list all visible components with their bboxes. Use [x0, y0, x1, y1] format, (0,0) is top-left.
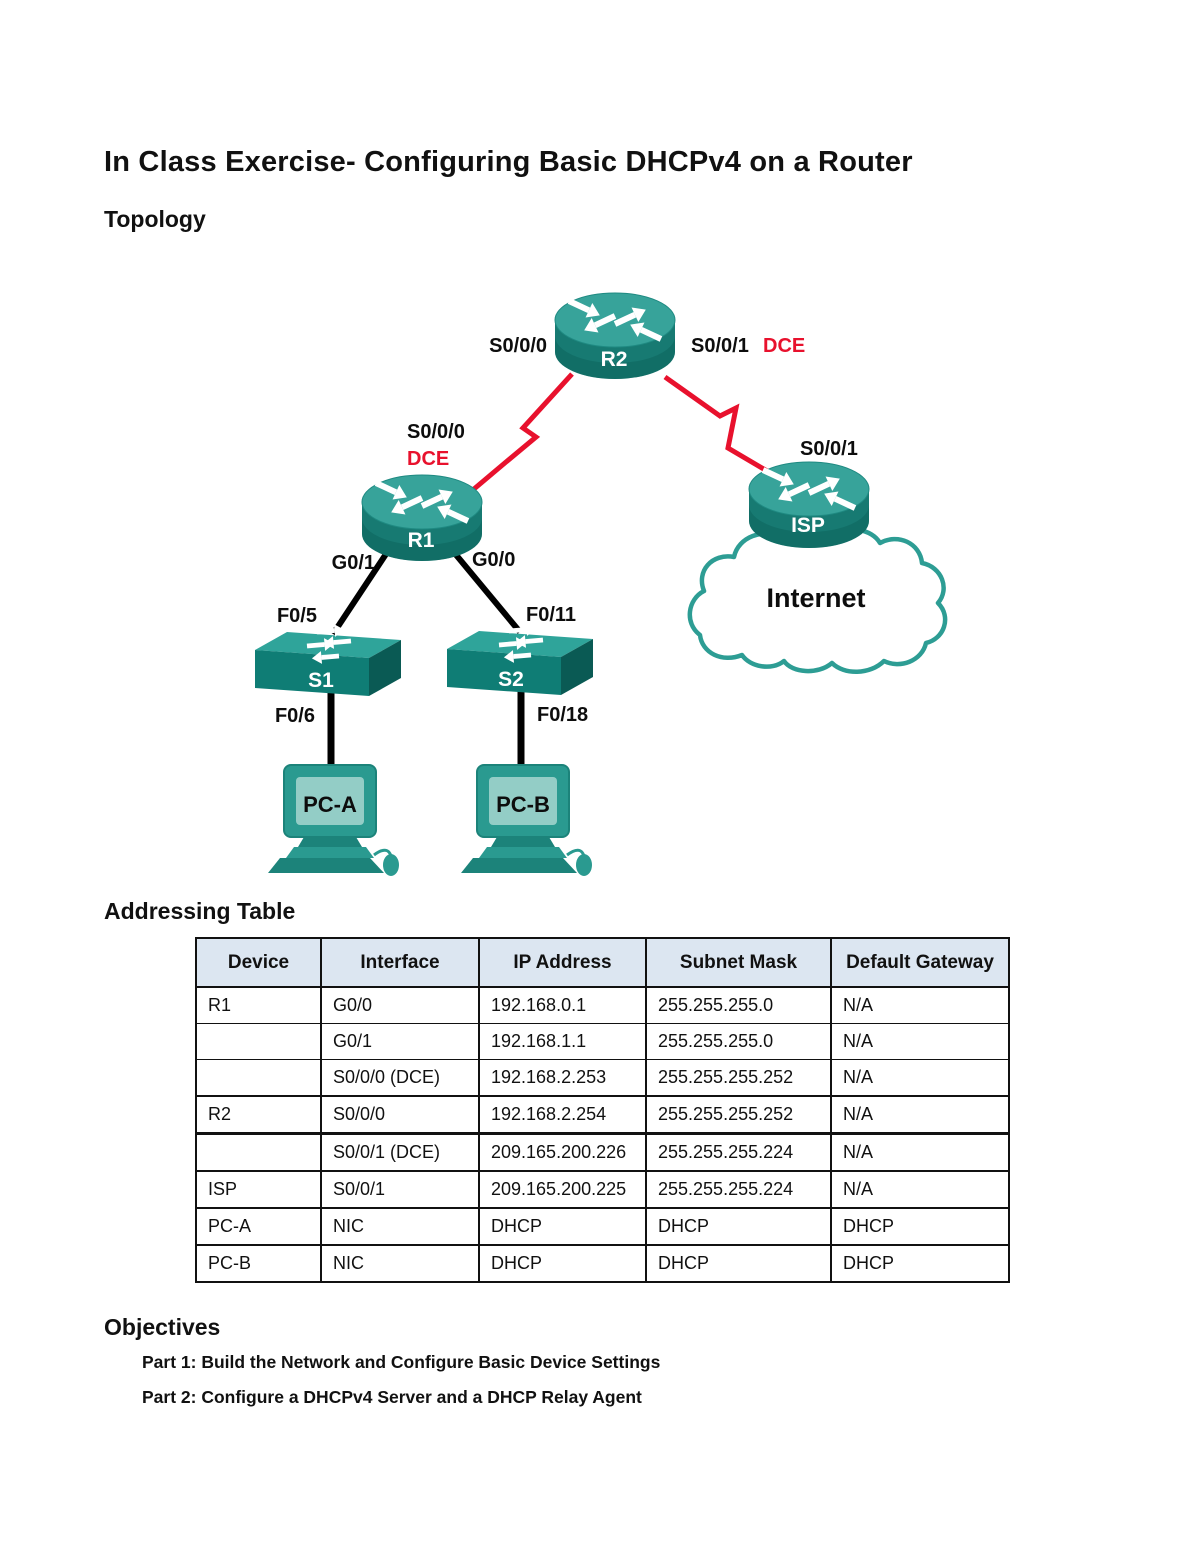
cable-r1-s2: [449, 548, 523, 634]
objective-part-1: Part 1: Build the Network and Configure …: [142, 1352, 661, 1372]
col-header-device: Device: [195, 937, 322, 988]
topology-diagram: Internet R2 R1 ISP S1 S2 PC-A PC-B S0/0/…: [0, 260, 948, 878]
r1-s000-label: S0/0/0: [407, 421, 465, 443]
addressing-table-heading: Addressing Table: [104, 898, 296, 924]
internet-cloud: [687, 524, 948, 674]
serial-link-r1-r2: [453, 372, 574, 507]
isp-s001-label: S0/0/1: [800, 438, 858, 460]
r1-s000-dce-label: DCE: [407, 448, 449, 470]
col-header-subnet-mask: Subnet Mask: [645, 937, 832, 988]
r1-g00-label: G0/0: [472, 549, 515, 571]
router-r1-label: R1: [408, 529, 435, 552]
s1-f06-label: F0/6: [275, 705, 315, 727]
router-isp-label: ISP: [791, 514, 825, 537]
r2-s001-label: S0/0/1: [691, 335, 749, 357]
s2-f018-label: F0/18: [537, 704, 588, 726]
pc-b: [459, 763, 594, 878]
r2-s000-label: S0/0/0: [489, 335, 547, 357]
s2-f011-label: F0/11: [526, 604, 576, 626]
topology-heading: Topology: [104, 206, 206, 232]
page-title: In Class Exercise- Configuring Basic DHC…: [104, 146, 913, 178]
col-header-interface: Interface: [320, 937, 480, 988]
pc-a: [266, 763, 401, 878]
col-header-ip-address: IP Address: [478, 937, 647, 988]
objective-part-2: Part 2: Configure a DHCPv4 Server and a …: [142, 1387, 642, 1407]
r2-s001-dce-label: DCE: [763, 335, 805, 357]
switch-s1-label: S1: [308, 669, 334, 692]
r1-g01-label: G0/1: [332, 552, 375, 574]
switch-s2-label: S2: [498, 668, 524, 691]
pc-a-label: PC-A: [303, 792, 357, 817]
objectives-heading: Objectives: [104, 1314, 221, 1340]
internet-label: Internet: [766, 583, 865, 613]
cable-r1-s1: [330, 546, 393, 636]
router-r2-label: R2: [601, 348, 628, 371]
addressing-table: Device Interface IP Address Subnet Mask …: [195, 937, 1010, 1283]
serial-link-r2-isp: [663, 374, 808, 497]
col-header-default-gateway: Default Gateway: [830, 937, 1010, 988]
addressing-table-header-row: Device Interface IP Address Subnet Mask …: [195, 937, 1010, 988]
pc-b-label: PC-B: [496, 792, 550, 817]
s1-f05-label: F0/5: [277, 605, 317, 627]
